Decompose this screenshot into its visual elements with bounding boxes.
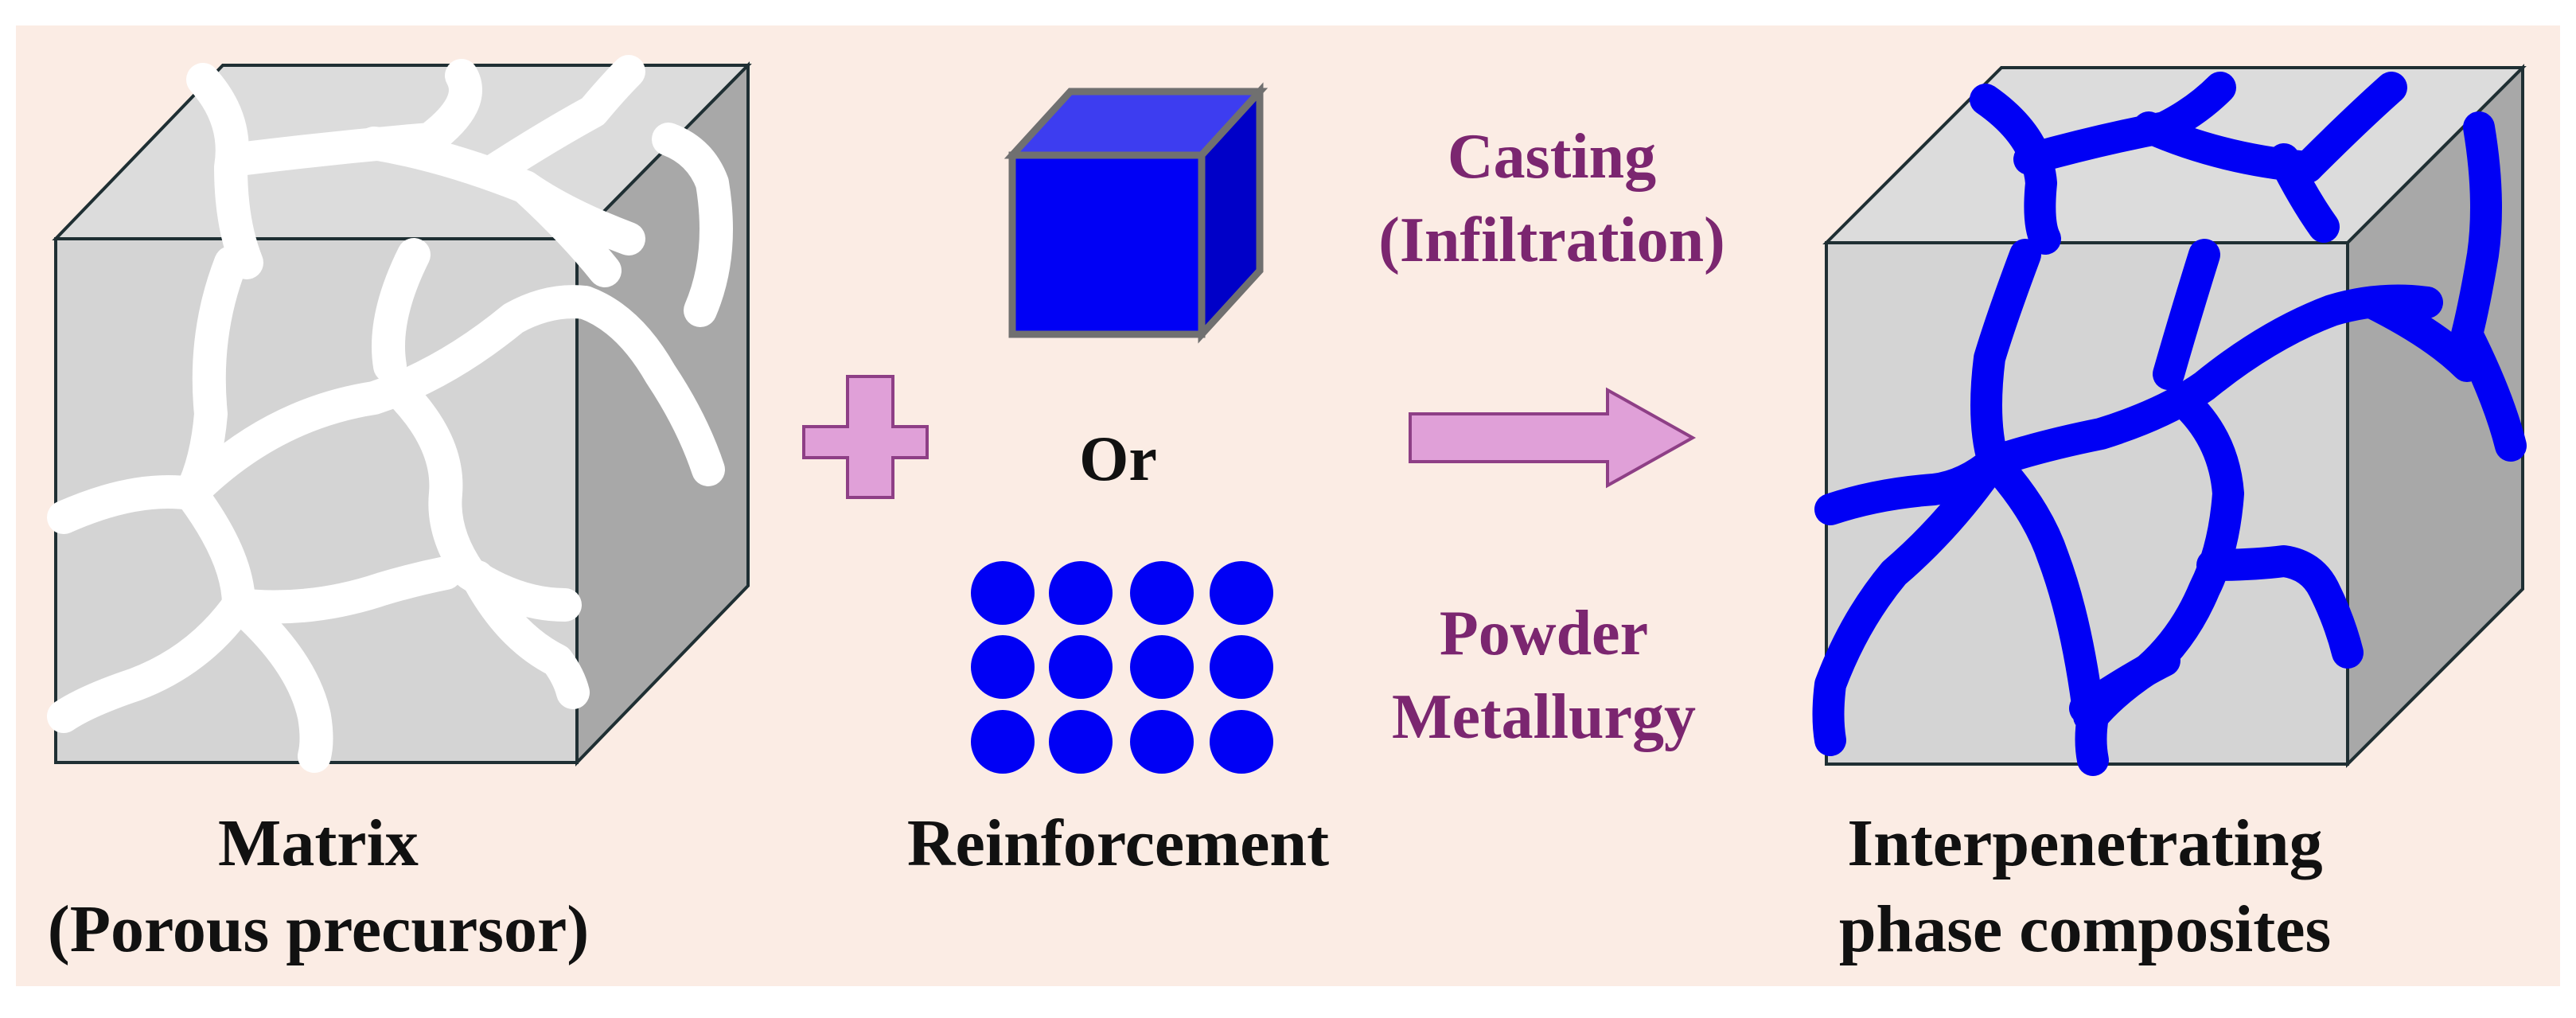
casting-label-line2: (Infiltration)	[1378, 205, 1725, 275]
composite-label-line1: Interpenetrating	[1847, 806, 2322, 880]
composite-label-line2: phase composites	[1839, 892, 2331, 966]
casting-label-line1: Casting	[1448, 122, 1656, 192]
powder-particle	[1210, 635, 1273, 699]
powder-particle	[1130, 561, 1194, 625]
powder-particle	[971, 710, 1035, 774]
powder-particle	[971, 635, 1035, 699]
blue-cube-front-face	[1008, 151, 1206, 338]
powder-particle	[971, 561, 1035, 625]
right-arrow-icon	[1409, 387, 1697, 489]
powder-particle	[1049, 635, 1113, 699]
powder-particle	[1049, 561, 1113, 625]
interpenetrating-cube-icon	[1812, 64, 2527, 776]
powder-particle	[1049, 710, 1113, 774]
powder-metallurgy-label-line1: Powder	[1440, 599, 1648, 669]
powder-particle	[1130, 635, 1194, 699]
solid-cube-icon	[1004, 82, 1269, 344]
plus-icon	[802, 375, 929, 499]
reinforcement-network	[1812, 72, 2527, 776]
powder-particle	[1130, 710, 1194, 774]
matrix-label-line1: Matrix	[218, 806, 419, 880]
powder-particles-icon	[971, 561, 1273, 774]
porous-cube-icon	[47, 55, 752, 773]
matrix-label-line2: (Porous precursor)	[48, 892, 589, 966]
powder-metallurgy-label-line2: Metallurgy	[1392, 682, 1696, 752]
pore-network	[47, 55, 733, 773]
reinforcement-label: Reinforcement	[907, 806, 1329, 880]
or-label: Or	[1079, 424, 1157, 494]
powder-particle	[1210, 561, 1273, 625]
powder-particle	[1210, 710, 1273, 774]
